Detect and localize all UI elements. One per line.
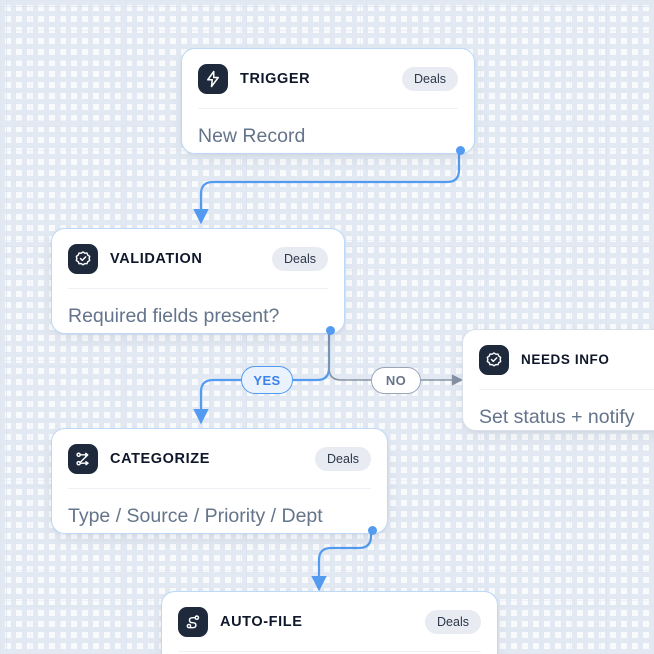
divider: [198, 108, 458, 109]
node-validation-title: VALIDATION: [110, 250, 203, 267]
route-path-icon: [178, 606, 208, 637]
node-categorize-output-port[interactable]: [368, 526, 377, 535]
branch-label-yes-text: YES: [253, 372, 281, 388]
node-needs-info[interactable]: NEEDS INFO Set status + notify: [462, 329, 654, 431]
node-categorize[interactable]: CATEGORIZE Deals Type / Source / Priorit…: [51, 428, 388, 535]
node-trigger-title: TRIGGER: [240, 70, 311, 87]
node-validation-badge[interactable]: Deals: [272, 246, 328, 271]
shuffle-split-icon: [68, 443, 98, 474]
node-trigger[interactable]: TRIGGER Deals New Record: [181, 48, 475, 155]
node-validation-body: Required fields present?: [68, 305, 280, 327]
branch-label-yes[interactable]: YES: [241, 366, 293, 394]
node-trigger-body: New Record: [198, 125, 306, 147]
node-categorize-header: CATEGORIZE Deals: [52, 429, 387, 488]
node-categorize-badge[interactable]: Deals: [315, 446, 371, 471]
divider: [178, 651, 481, 652]
node-validation[interactable]: VALIDATION Deals Required fields present…: [51, 228, 345, 335]
node-trigger-header: TRIGGER Deals: [182, 49, 474, 108]
node-needs-info-body: Set status + notify: [479, 406, 635, 428]
node-needs-info-title: NEEDS INFO: [521, 352, 610, 367]
node-needs-info-header: NEEDS INFO: [463, 330, 654, 389]
verified-badge-icon: [68, 243, 98, 274]
node-categorize-title: CATEGORIZE: [110, 450, 210, 467]
node-trigger-badge[interactable]: Deals: [402, 66, 458, 91]
node-auto-file[interactable]: AUTO-FILE Deals: [161, 591, 498, 654]
node-validation-header: VALIDATION Deals: [52, 229, 344, 288]
node-auto-file-title: AUTO-FILE: [220, 613, 303, 630]
divider: [479, 389, 654, 390]
divider: [68, 288, 328, 289]
divider: [68, 488, 371, 489]
node-auto-file-badge[interactable]: Deals: [425, 609, 481, 634]
edge-yes-to-categorize: [193, 378, 243, 425]
branch-label-no[interactable]: NO: [371, 367, 421, 394]
node-auto-file-header: AUTO-FILE Deals: [162, 592, 497, 651]
verified-badge-icon: [479, 344, 509, 375]
branch-label-no-text: NO: [385, 373, 407, 388]
lightning-bolt-icon: [198, 63, 228, 94]
node-trigger-output-port[interactable]: [456, 146, 465, 155]
node-validation-output-port[interactable]: [326, 326, 335, 335]
node-categorize-body: Type / Source / Priority / Dept: [68, 505, 323, 527]
